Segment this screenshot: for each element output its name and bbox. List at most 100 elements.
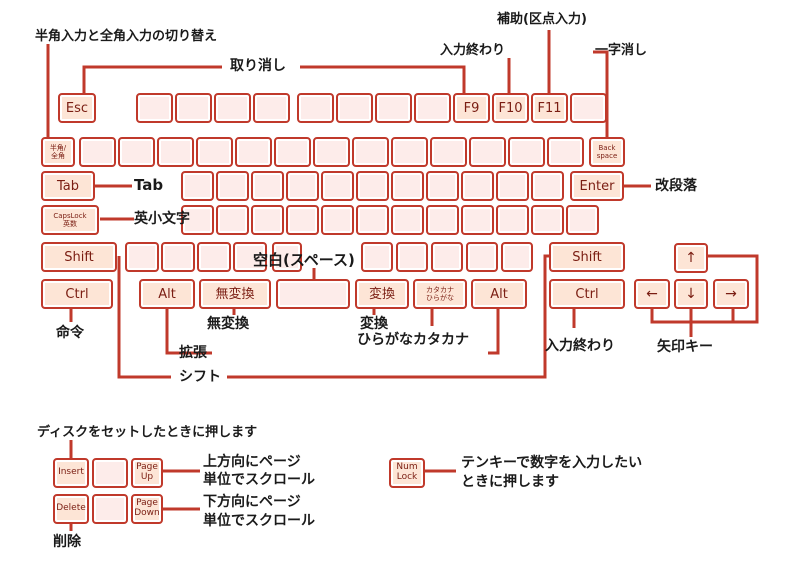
key-s[interactable] xyxy=(216,205,249,235)
key-num-lock[interactable]: Num Lock xyxy=(389,458,425,488)
key-hankaku-zenkaku[interactable]: 半角/ 全角 xyxy=(41,137,75,167)
key-end[interactable] xyxy=(92,494,128,524)
key-f5[interactable] xyxy=(297,93,334,123)
key-w[interactable] xyxy=(216,171,249,201)
key-f11-label: F11 xyxy=(537,100,562,116)
label-torikeshi: 取り消し xyxy=(230,58,286,74)
key-z[interactable] xyxy=(125,242,159,272)
key-5[interactable] xyxy=(235,137,272,167)
key-enter[interactable]: Enter xyxy=(570,171,624,201)
key-f11[interactable]: F11 xyxy=(531,93,568,123)
key-ctrl-left[interactable]: Ctrl xyxy=(41,279,113,309)
key-f12[interactable] xyxy=(570,93,607,123)
key-f2[interactable] xyxy=(175,93,212,123)
key-arrow-right[interactable]: → xyxy=(713,279,749,309)
key-8[interactable] xyxy=(352,137,389,167)
key-arrow-down[interactable]: ↓ xyxy=(674,279,708,309)
key-henkan[interactable]: 変換 xyxy=(355,279,409,309)
key-space[interactable] xyxy=(276,279,350,309)
key-j[interactable] xyxy=(391,205,424,235)
label-yajirushi: 矢印キー xyxy=(657,339,713,355)
key-a[interactable] xyxy=(181,205,214,235)
key-3[interactable] xyxy=(157,137,194,167)
key-n[interactable] xyxy=(361,242,393,272)
key-slash[interactable] xyxy=(501,242,533,272)
key-semicolon[interactable] xyxy=(496,205,529,235)
key-colon[interactable] xyxy=(531,205,564,235)
key-h[interactable] xyxy=(356,205,389,235)
key-ctrl-left-label: Ctrl xyxy=(65,286,89,302)
key-muhenkan[interactable]: 無変換 xyxy=(199,279,271,309)
key-home[interactable] xyxy=(92,458,128,488)
arrow-right-icon: → xyxy=(725,286,737,302)
key-f[interactable] xyxy=(286,205,319,235)
key-yen[interactable] xyxy=(547,137,584,167)
key-f7[interactable] xyxy=(375,93,412,123)
key-insert[interactable]: Insert xyxy=(53,458,89,488)
key-g[interactable] xyxy=(321,205,354,235)
key-arrow-left[interactable]: ← xyxy=(634,279,670,309)
key-page-down[interactable]: Page Down xyxy=(131,494,163,524)
key-f9[interactable]: F9 xyxy=(453,93,490,123)
key-at[interactable] xyxy=(531,171,564,201)
key-ctrl-right[interactable]: Ctrl xyxy=(549,279,625,309)
key-i[interactable] xyxy=(426,171,459,201)
key-minus[interactable] xyxy=(469,137,506,167)
key-f6[interactable] xyxy=(336,93,373,123)
key-comma[interactable] xyxy=(431,242,463,272)
key-page-up[interactable]: Page Up xyxy=(131,458,163,488)
label-kaidanraku: 改段落 xyxy=(655,178,697,194)
key-r[interactable] xyxy=(286,171,319,201)
line-backspace xyxy=(593,50,609,138)
key-7[interactable] xyxy=(313,137,350,167)
key-caret[interactable] xyxy=(508,137,545,167)
line-shift-right xyxy=(227,254,550,379)
key-6[interactable] xyxy=(274,137,311,167)
key-backspace[interactable]: Back space xyxy=(589,137,625,167)
key-2[interactable] xyxy=(118,137,155,167)
key-0[interactable] xyxy=(430,137,467,167)
key-b[interactable] xyxy=(272,242,302,272)
key-m[interactable] xyxy=(396,242,428,272)
key-q[interactable] xyxy=(181,171,214,201)
key-f3[interactable] xyxy=(214,93,251,123)
key-shift-right[interactable]: Shift xyxy=(549,242,625,272)
key-insert-label: Insert xyxy=(58,467,84,478)
label-page-up-desc-2: 単位でスクロール xyxy=(203,472,315,488)
key-o[interactable] xyxy=(461,171,494,201)
key-x[interactable] xyxy=(161,242,195,272)
key-y[interactable] xyxy=(356,171,389,201)
key-e[interactable] xyxy=(251,171,284,201)
key-1[interactable] xyxy=(79,137,116,167)
key-k[interactable] xyxy=(426,205,459,235)
key-page-down-label: Page Down xyxy=(134,498,160,518)
key-f10[interactable]: F10 xyxy=(492,93,529,123)
key-c[interactable] xyxy=(197,242,231,272)
key-period[interactable] xyxy=(466,242,498,272)
key-shift-left[interactable]: Shift xyxy=(41,242,117,272)
key-katakana-hiragana[interactable]: カタカナ ひらがな xyxy=(413,279,467,309)
key-alt-left-label: Alt xyxy=(158,286,176,302)
key-delete[interactable]: Delete xyxy=(53,494,89,524)
key-f8[interactable] xyxy=(414,93,451,123)
key-4[interactable] xyxy=(196,137,233,167)
key-tab[interactable]: Tab xyxy=(41,171,95,201)
key-f1[interactable] xyxy=(136,93,173,123)
key-u[interactable] xyxy=(391,171,424,201)
key-alt-left[interactable]: Alt xyxy=(139,279,195,309)
key-9[interactable] xyxy=(391,137,428,167)
key-f4[interactable] xyxy=(253,93,290,123)
key-num-lock-label: Num Lock xyxy=(396,462,418,482)
label-eishomoji: 英小文字 xyxy=(134,211,190,227)
key-l[interactable] xyxy=(461,205,494,235)
key-v[interactable] xyxy=(233,242,267,272)
key-alt-right[interactable]: Alt xyxy=(471,279,527,309)
key-d[interactable] xyxy=(251,205,284,235)
key-bracket[interactable] xyxy=(566,205,599,235)
key-t[interactable] xyxy=(321,171,354,201)
arrow-up-icon: ↑ xyxy=(685,250,697,266)
key-arrow-up[interactable]: ↑ xyxy=(674,243,708,273)
key-esc[interactable]: Esc xyxy=(58,93,96,123)
key-capslock[interactable]: CapsLock 英数 xyxy=(41,205,99,235)
key-p[interactable] xyxy=(496,171,529,201)
